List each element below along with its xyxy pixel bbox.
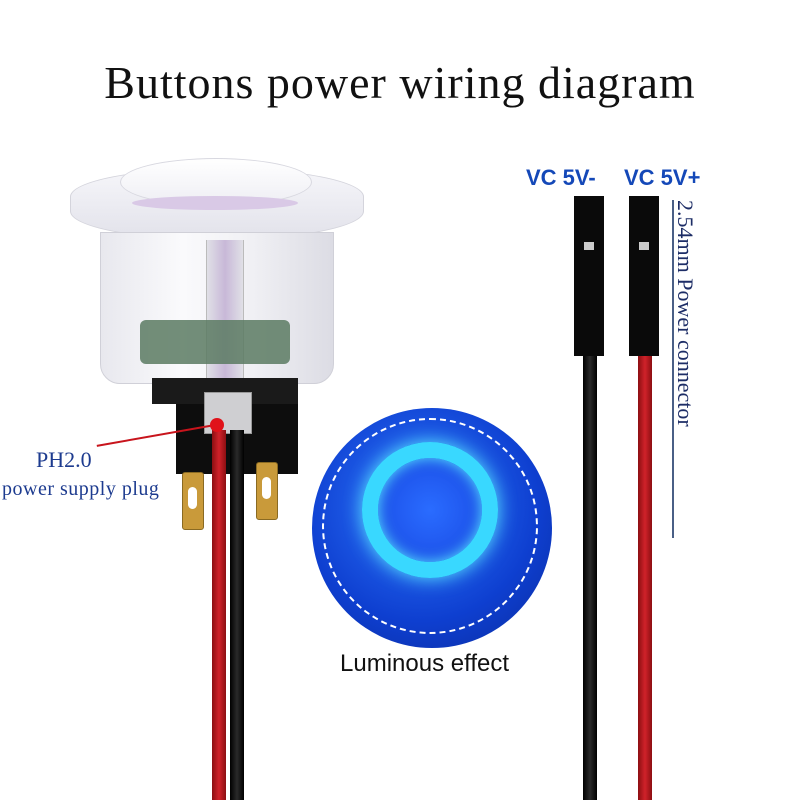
dimension-label: 2.54mm Power connector	[673, 200, 698, 427]
led-pcb	[140, 320, 290, 364]
power-supply-plug-label: power supply plug	[2, 478, 160, 500]
dimension-line	[672, 200, 674, 538]
switch-terminal-left	[182, 472, 204, 530]
dupont-pin-negative	[574, 196, 604, 356]
luminous-glow-ring	[362, 442, 498, 578]
vc-positive-label: VC 5V+	[624, 165, 701, 190]
button-stem	[206, 240, 244, 390]
switch-terminal-right	[256, 462, 278, 520]
dupont-pin-positive	[629, 196, 659, 356]
connector-black-wire	[583, 356, 597, 800]
ph2-label: PH2.0	[36, 447, 92, 472]
luminous-dashed-border	[322, 418, 538, 634]
button-red-wire	[212, 430, 226, 800]
button-cap-ring	[132, 196, 298, 210]
pointer-dot	[210, 418, 224, 432]
vc-negative-label: VC 5V-	[526, 165, 596, 190]
button-black-wire	[230, 430, 244, 800]
connector-red-wire	[638, 356, 652, 800]
luminous-label: Luminous effect	[340, 650, 509, 677]
diagram-title: Buttons power wiring diagram	[104, 57, 696, 108]
